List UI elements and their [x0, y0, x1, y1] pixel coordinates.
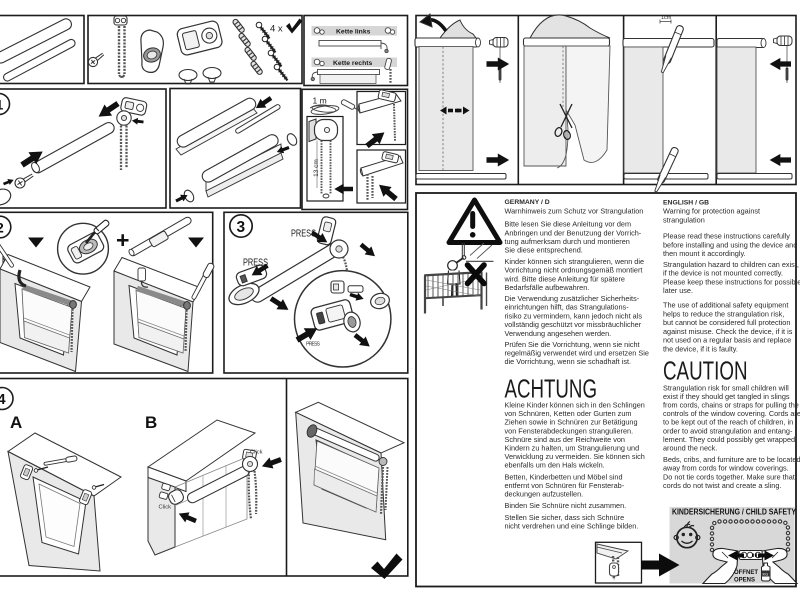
- svg-text:2: 2: [0, 220, 4, 236]
- svg-text:later use.: later use.: [663, 286, 693, 295]
- svg-text:Kinder können sich strangulier: Kinder können sich strangulieren, wenn d…: [505, 257, 645, 266]
- svg-text:helps to reduce the strangulat: helps to reduce the strangulation risk,: [663, 309, 784, 318]
- svg-text:ÖFFNET: ÖFFNET: [734, 569, 758, 576]
- svg-text:Kleine Kinder können sich in d: Kleine Kinder können sich in den Schling…: [505, 401, 645, 410]
- svg-text:PRESS: PRESS: [306, 342, 321, 348]
- svg-text:Schnüre sind aus der Reichweit: Schnüre sind aus der Reichweite von: [505, 435, 625, 444]
- svg-text:order to avoid strangulation a: order to avoid strangulation and entang-: [663, 426, 793, 435]
- svg-text:before installing and using th: before installing and using the device a…: [663, 240, 797, 249]
- svg-text:einrichtungen hilft, das Stran: einrichtungen hilft, das Strangulations-: [505, 303, 630, 312]
- svg-text:Warning for protection against: Warning for protection against: [663, 207, 760, 216]
- svg-text:Ziehen sowie in Schnüren zur B: Ziehen sowie in Schnüren zur Betätigung: [505, 418, 638, 427]
- svg-text:strangulation: strangulation: [663, 215, 705, 224]
- svg-text:Sie diese entsprechend.: Sie diese entsprechend.: [505, 246, 583, 255]
- svg-text:+: +: [116, 227, 129, 253]
- svg-text:regelmäßig verwendet wird und: regelmäßig verwendet wird und ersetzen S…: [505, 349, 649, 358]
- svg-text:Do not tie cords together. Mak: Do not tie cords together. Make sure tha…: [663, 472, 795, 481]
- svg-text:4: 4: [0, 392, 6, 408]
- svg-text:Verwicklung zu vermeiden. Sie: Verwicklung zu vermeiden. Sie können sic…: [505, 452, 645, 461]
- svg-text:tung aufmerksam durch und mont: tung aufmerksam durch und montieren: [505, 237, 630, 246]
- svg-text:risiko zu vermindern, kann jed: risiko zu vermindern, kann jedoch nicht …: [505, 311, 643, 320]
- svg-text:Vorrichtung nicht ordnungsgemä: Vorrichtung nicht ordnungsgemäß montiert: [505, 266, 643, 275]
- svg-text:Please read these instructions: Please read these instructions carefully: [663, 232, 790, 241]
- svg-text:KG: KG: [763, 572, 769, 577]
- svg-text:Verwendung angesehen werden.: Verwendung angesehen werden.: [505, 329, 612, 338]
- svg-text:Strangulation hazard to childr: Strangulation hazard to children can exi…: [663, 260, 799, 269]
- svg-text:ENGLISH / GB: ENGLISH / GB: [663, 200, 709, 207]
- svg-text:B: B: [145, 413, 157, 432]
- svg-text:Kette links: Kette links: [336, 29, 371, 36]
- svg-text:KINDERSICHERUNG / CHILD SAFETY: KINDERSICHERUNG / CHILD SAFETY: [672, 508, 797, 517]
- svg-text:von Fensterabdeckungen strangu: von Fensterabdeckungen strangulieren.: [505, 426, 634, 435]
- svg-text:not used on a regular basis an: not used on a regular basis and replace: [663, 336, 791, 345]
- svg-text:vollständig geschützt vor miss: vollständig geschützt vor missbräuchlich…: [505, 320, 642, 329]
- svg-text:entfernt von Schnüren für Fens: entfernt von Schnüren für Fensterab-: [505, 481, 625, 490]
- svg-text:Click: Click: [250, 450, 263, 456]
- svg-text:OPENS: OPENS: [734, 578, 755, 584]
- svg-text:Binden Sie Schnüre nicht zusam: Binden Sie Schnüre nicht zusammen.: [505, 501, 627, 510]
- svg-text:Strangulation risk for small c: Strangulation risk for small children wi…: [663, 383, 789, 392]
- svg-text:13 cm: 13 cm: [313, 159, 320, 177]
- svg-text:1: 1: [0, 97, 4, 113]
- svg-text:controls of the window coverin: controls of the window covering. Cords a…: [663, 409, 800, 418]
- svg-text:to be kept out of the reach of: to be kept out of the reach of children,…: [663, 418, 793, 427]
- svg-text:A: A: [10, 413, 22, 432]
- svg-text:ACHTUNG: ACHTUNG: [505, 375, 598, 403]
- svg-text:The use of additional safety e: The use of additional safety equipment: [663, 301, 788, 310]
- svg-text:away from cords for window cov: away from cords for window coverings.: [663, 464, 789, 473]
- svg-text:then mount it accordingly.: then mount it accordingly.: [663, 249, 746, 258]
- svg-text:cords do not twist and create: cords do not twist and create a sling.: [663, 481, 781, 490]
- svg-text:Bedarfsfälle aufbewahren.: Bedarfsfälle aufbewahren.: [505, 283, 590, 292]
- svg-text:lement. They could possibly ge: lement. They could possibly get wrapped: [663, 435, 795, 444]
- svg-text:PRESS: PRESS: [291, 228, 316, 240]
- svg-text:deckungen aufzustellen.: deckungen aufzustellen.: [505, 490, 584, 499]
- svg-text:1cm: 1cm: [661, 15, 672, 21]
- svg-text:Anbringen und der Benutzung de: Anbringen und der Benutzung der Vorrich-: [505, 228, 642, 237]
- svg-text:Stellen Sie sicher, dass sich: Stellen Sie sicher, dass sich Schnüre: [505, 513, 625, 522]
- svg-text:Kindern zu halten, um Strangul: Kindern zu halten, um Strangulierung und: [505, 444, 640, 453]
- svg-text:1 m: 1 m: [313, 96, 327, 106]
- svg-text:exist if they should get tangl: exist if they should get tangled in slin…: [663, 392, 790, 401]
- svg-text:ebenfalls um den Hals wickeln.: ebenfalls um den Hals wickeln.: [505, 461, 605, 470]
- svg-text:if the device is not mounted c: if the device is not mounted correctly.: [663, 269, 783, 278]
- svg-text:CAUTION: CAUTION: [663, 357, 748, 385]
- svg-text:Betten, Kinderbetten und Möbel: Betten, Kinderbetten und Möbel sind: [505, 472, 623, 481]
- svg-text:Beds, cribs, and furniture are: Beds, cribs, and furniture are to be loc…: [663, 455, 800, 464]
- svg-text:GERMANY / D: GERMANY / D: [505, 199, 550, 206]
- svg-text:Kette rechts: Kette rechts: [333, 60, 373, 67]
- svg-text:die Vorrichtung, wenn sie scha: die Vorrichtung, wenn sie schadhaft ist.: [505, 357, 632, 366]
- svg-text:3: 3: [237, 219, 246, 236]
- svg-text:against misuse. Check the devi: against misuse. Check the device, if it …: [663, 327, 793, 336]
- svg-text:4 x: 4 x: [270, 24, 283, 35]
- svg-text:Click: Click: [159, 505, 172, 511]
- svg-text:Prüfen Sie die Vorrichtung, we: Prüfen Sie die Vorrichtung, wenn sie nic…: [505, 340, 640, 349]
- svg-text:from cords, chains or straps f: from cords, chains or straps for pulling…: [663, 401, 799, 410]
- svg-text:Warnhinweis zum Schutz vor Str: Warnhinweis zum Schutz vor Strangulation: [505, 207, 644, 216]
- svg-text:nicht verdrehen und eine Schli: nicht verdrehen und eine Schlinge bilden…: [505, 521, 639, 530]
- svg-text:Bitte lesen Sie diese Anleitun: Bitte lesen Sie diese Anleitung vor dem: [505, 220, 632, 229]
- svg-text:Please keep these instructions: Please keep these instructions for possi…: [663, 277, 800, 286]
- svg-text:Die Verwendung zusätzlicher Si: Die Verwendung zusätzlicher Sicherheits-: [505, 294, 640, 303]
- svg-text:but cannot be considered full: but cannot be considered full protection: [663, 318, 790, 327]
- svg-text:the device, if it is faulty.: the device, if it is faulty.: [663, 345, 738, 354]
- svg-text:von Schnüren, Ketten oder Gurt: von Schnüren, Ketten oder Gurten zum: [505, 409, 632, 418]
- svg-text:around the neck.: around the neck.: [663, 444, 717, 453]
- svg-text:wird. Bitte diese Anleitung fü: wird. Bitte diese Anleitung für spätere: [504, 274, 625, 283]
